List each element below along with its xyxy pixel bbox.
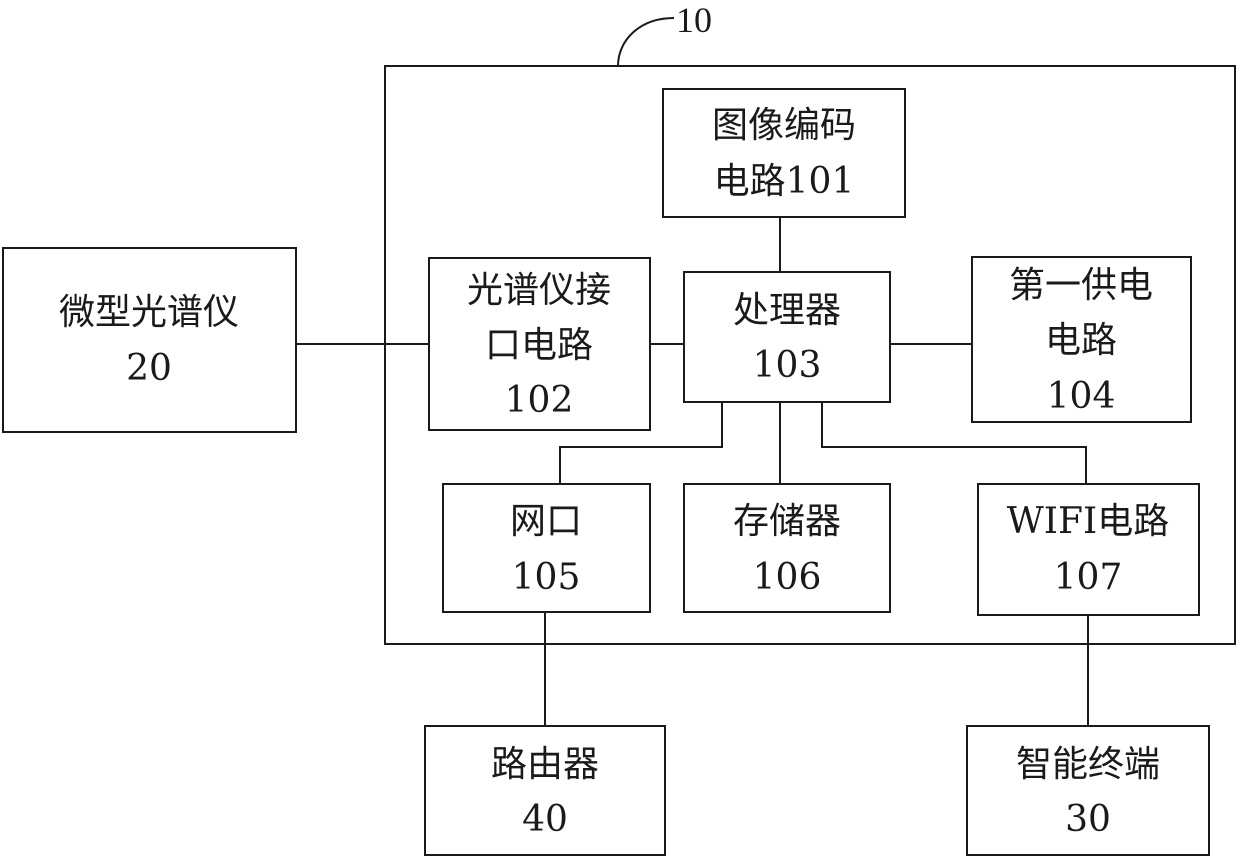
svg-text:103: 103	[753, 345, 822, 386]
block-spectrometer-interface: 光谱仪接 口电路 102	[428, 257, 651, 431]
svg-text:104: 104	[1047, 376, 1116, 417]
svg-text:口电路: 口电路	[485, 325, 593, 366]
svg-text:30: 30	[1065, 799, 1111, 840]
system-leader-line	[617, 17, 675, 67]
block-smart-terminal: 智能终端 30	[966, 725, 1210, 856]
block-memory: 存储器 106	[683, 483, 891, 613]
svg-text:光谱仪接: 光谱仪接	[467, 270, 611, 311]
block-router: 路由器 40	[424, 725, 666, 856]
block-processor: 处理器 103	[683, 271, 891, 403]
svg-text:存储器: 存储器	[733, 501, 841, 542]
svg-text:图像编码: 图像编码	[712, 105, 856, 146]
svg-text:40: 40	[522, 799, 568, 840]
svg-text:路由器: 路由器	[491, 744, 599, 785]
svg-text:微型光谱仪: 微型光谱仪	[59, 292, 239, 333]
block-spectrometer: 微型光谱仪 20	[2, 247, 297, 433]
svg-text:20: 20	[126, 348, 172, 389]
wire-processor-wifi	[821, 402, 1087, 484]
svg-text:105: 105	[512, 557, 581, 598]
svg-text:WIFI电路: WIFI电路	[1007, 501, 1169, 542]
block-network-port: 网口 105	[442, 483, 651, 613]
system-ref-label: 10	[676, 0, 712, 40]
block-wifi: WIFI电路 107	[977, 483, 1200, 616]
svg-text:106: 106	[753, 557, 822, 598]
connections	[296, 217, 1089, 726]
svg-text:智能终端: 智能终端	[1016, 744, 1160, 785]
svg-text:处理器: 处理器	[733, 290, 841, 331]
block-power-supply: 第一供电 电路 104	[971, 256, 1192, 423]
svg-text:电路101: 电路101	[714, 161, 855, 202]
wire-processor-network	[559, 402, 723, 484]
block-image-encoder: 图像编码 电路101	[662, 88, 906, 218]
svg-text:102: 102	[505, 380, 574, 421]
svg-text:107: 107	[1054, 557, 1123, 598]
svg-text:网口: 网口	[510, 501, 582, 542]
svg-text:第一供电: 第一供电	[1009, 265, 1153, 306]
svg-text:电路: 电路	[1045, 320, 1117, 361]
